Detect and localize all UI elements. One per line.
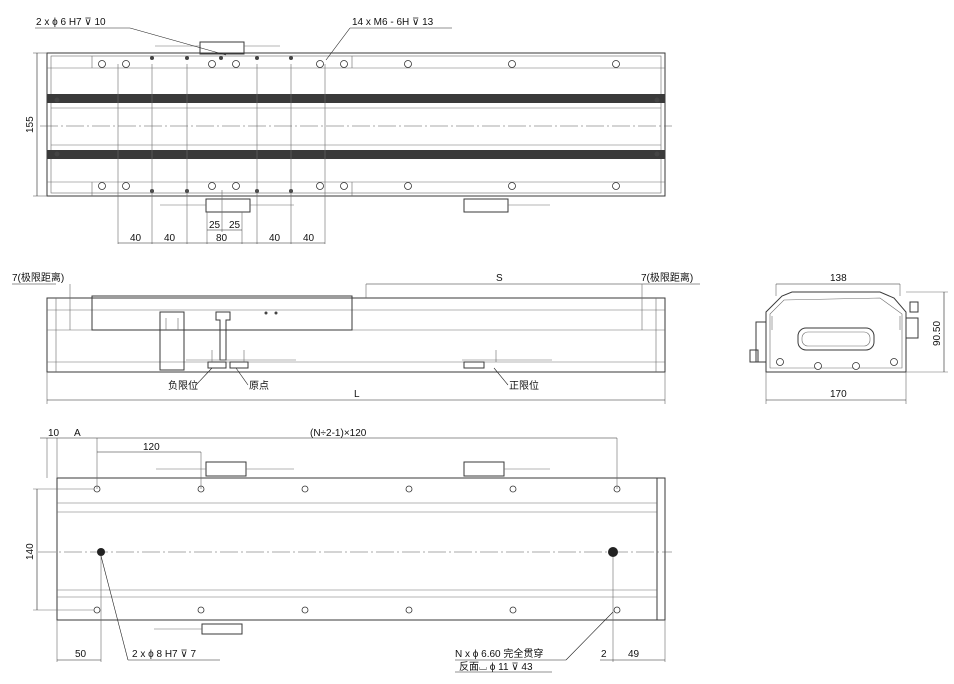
label-negative-limit: 负限位 [168,379,198,392]
dim-80: 80 [216,233,228,244]
end-view: 138 170 90.50 [749,273,948,404]
guide-rail-top [47,94,665,103]
label-stroke-s: S [496,273,503,284]
dim-49: 49 [628,649,640,660]
callout-base-pins: 2 x ϕ 8 H7 ⊽ 7 [132,649,196,660]
dim-10: 10 [48,428,60,439]
label-length-l: L [354,389,360,400]
dim-a: A [74,428,81,439]
dim-40-c: 40 [269,233,281,244]
callout-mount-holes-1: N x ϕ 6.60 完全贯穿 [455,647,543,660]
label-limit-right: 7(极限距离) [641,271,693,284]
dim-25-a: 25 [209,220,221,231]
callout-dowel-pins: 2 x ϕ 6 H7 ⊽ 10 [36,17,106,28]
dim-2: 2 [601,649,607,660]
dim-40-b: 40 [164,233,176,244]
dim-138: 138 [830,273,847,284]
dim-40-d: 40 [303,233,315,244]
dim-120: 120 [143,442,160,453]
label-origin: 原点 [249,380,269,392]
top-view: 40 40 25 25 80 40 40 155 2 x ϕ 6 H7 ⊽ 10… [25,17,672,244]
dim-140: 140 [25,543,36,560]
side-view: 7(极限距离) S 7(极限距离) 负限位 原点 正限位 L [12,271,700,404]
base-view: 10 A (N÷2-1)×120 120 140 50 2 49 2 x ϕ 8… [25,428,672,673]
base-mount-holes [93,485,621,614]
dim-pitch-formula: (N÷2-1)×120 [310,428,367,439]
dim-25-b: 25 [229,220,241,231]
dim-90-50: 90.50 [932,321,943,346]
dim-155: 155 [25,116,36,133]
label-limit-left: 7(极限距离) [12,271,64,284]
label-positive-limit: 正限位 [509,379,539,392]
mounting-holes [54,56,660,193]
dim-40-a: 40 [130,233,142,244]
callout-mount-holes-2: 反面⌴ ϕ 11 ⊽ 43 [459,661,533,673]
callout-tapped-holes: 14 x M6 - 6H ⊽ 13 [352,17,434,28]
guide-rail-bottom [47,150,665,159]
dim-50: 50 [75,649,87,660]
dim-170: 170 [830,389,847,400]
